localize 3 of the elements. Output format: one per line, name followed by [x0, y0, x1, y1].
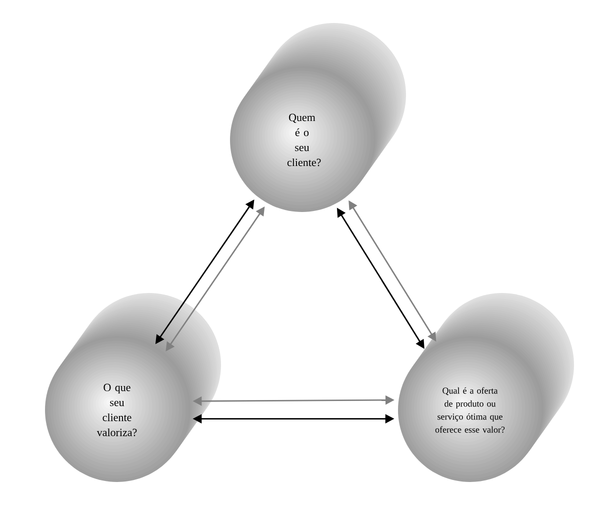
- cylinder: O que seu cliente valoriza?: [45, 293, 221, 482]
- cylinder: Qual é a oferta de produto ou serviço ótima que oferece esse valor?: [398, 293, 574, 482]
- cylinder: Quem é o seu cliente?: [230, 23, 406, 212]
